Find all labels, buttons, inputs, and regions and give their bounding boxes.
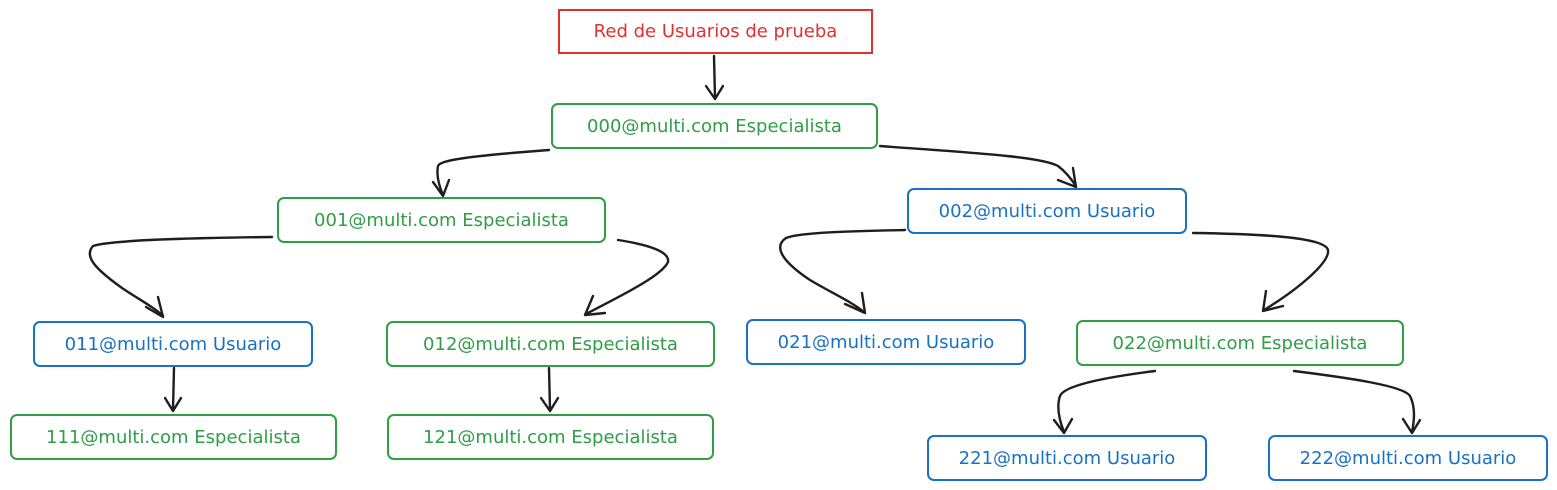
- edge-002-to-021: [779, 228, 907, 314]
- node-121[interactable]: 121@multi.com Especialista: [387, 414, 714, 460]
- arrowhead-002-to-022: [1261, 289, 1285, 313]
- node-021-label: 021@multi.com Usuario: [777, 331, 995, 353]
- edge-022-to-221: [1057, 369, 1157, 434]
- node-000[interactable]: 000@multi.com Especialista: [551, 103, 878, 149]
- node-001[interactable]: 001@multi.com Especialista: [277, 197, 606, 243]
- node-222[interactable]: 222@multi.com Usuario: [1268, 435, 1548, 481]
- node-022[interactable]: 022@multi.com Especialista: [1076, 320, 1404, 366]
- edge-012-to-121: [547, 366, 552, 412]
- node-000-label: 000@multi.com Especialista: [587, 115, 842, 137]
- diagram-title: Red de Usuarios de prueba: [593, 21, 838, 42]
- node-221-label: 221@multi.com Usuario: [958, 447, 1176, 469]
- edge-001-to-012: [584, 238, 670, 316]
- arrowhead-011-to-111: [163, 396, 183, 413]
- node-021[interactable]: 021@multi.com Usuario: [746, 319, 1026, 365]
- edge-002-to-022: [1191, 231, 1330, 312]
- arrowhead-022-to-222: [1401, 417, 1422, 435]
- node-001-label: 001@multi.com Especialista: [314, 209, 569, 231]
- arrowhead-001-to-011: [144, 295, 165, 319]
- arrowhead-001-to-012: [583, 294, 607, 317]
- node-121-label: 121@multi.com Especialista: [423, 426, 678, 448]
- node-221[interactable]: 221@multi.com Usuario: [927, 435, 1207, 481]
- node-011-label: 011@multi.com Usuario: [64, 333, 282, 355]
- node-111-label: 111@multi.com Especialista: [46, 426, 301, 448]
- node-111[interactable]: 111@multi.com Especialista: [10, 414, 337, 460]
- arrowhead-002-to-021: [843, 291, 867, 315]
- arrowhead-title-to-000: [704, 84, 725, 101]
- edge-022-to-222: [1292, 369, 1416, 434]
- node-022-label: 022@multi.com Especialista: [1112, 332, 1368, 354]
- arrowhead-000-to-002: [1056, 166, 1078, 189]
- node-002-label: 002@multi.com Usuario: [938, 200, 1156, 222]
- node-222-label: 222@multi.com Usuario: [1299, 447, 1517, 469]
- edge-000-to-001: [436, 148, 551, 197]
- node-012[interactable]: 012@multi.com Especialista: [386, 321, 715, 367]
- arrowhead-012-to-121: [539, 396, 560, 413]
- node-012-label: 012@multi.com Especialista: [423, 333, 678, 355]
- edge-title-to-000: [712, 54, 717, 100]
- arrowhead-022-to-221: [1052, 417, 1074, 435]
- edge-001-to-011: [88, 235, 274, 318]
- node-011[interactable]: 011@multi.com Usuario: [33, 321, 313, 367]
- arrowhead-000-to-001: [431, 178, 451, 198]
- edge-000-to-002: [878, 144, 1078, 188]
- edge-011-to-111: [171, 366, 176, 412]
- node-002[interactable]: 002@multi.com Usuario: [907, 188, 1187, 234]
- diagram-title-node[interactable]: Red de Usuarios de prueba: [558, 9, 873, 54]
